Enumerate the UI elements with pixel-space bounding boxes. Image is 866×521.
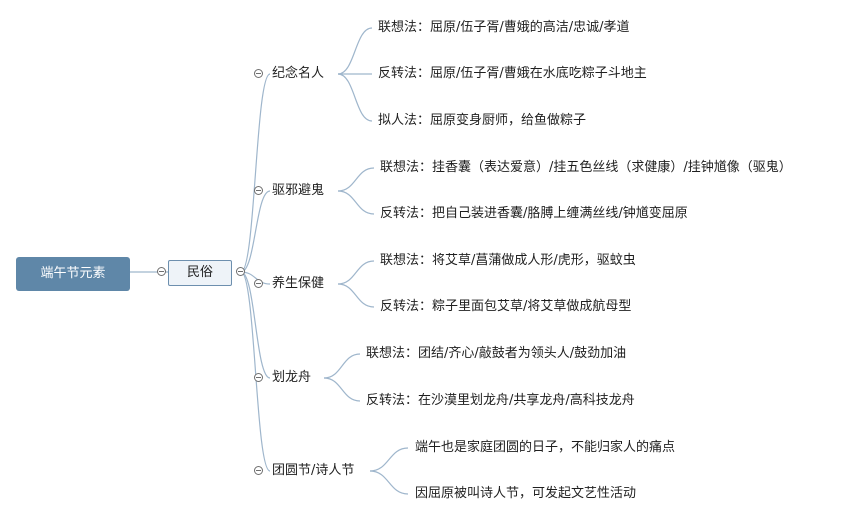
branch-5-collapse-icon[interactable]: [254, 466, 263, 475]
branch-4-child-2[interactable]: 反转法：在沙漠里划龙舟/共享龙舟/高科技龙舟: [366, 393, 635, 408]
branch-2-collapse-icon[interactable]: [254, 186, 263, 195]
main-topic-node[interactable]: 民俗: [168, 260, 232, 286]
connector-line: [337, 190, 375, 215]
branch-3-collapse-icon[interactable]: [254, 279, 263, 288]
connector-line: [337, 73, 373, 122]
branch-5-child-1[interactable]: 端午也是家庭团圆的日子，不能归家人的痛点: [415, 440, 676, 455]
branch-2-label[interactable]: 驱邪避鬼: [272, 183, 325, 198]
main-topic-collapse-icon[interactable]: [236, 267, 245, 276]
connector-line: [337, 167, 375, 192]
root-collapse-icon[interactable]: [157, 267, 166, 276]
connector-line: [240, 271, 271, 379]
connector-line: [240, 271, 271, 472]
branch-3-label[interactable]: 养生保健: [272, 276, 325, 291]
branch-2-child-2[interactable]: 反转法：把自己装进香囊/胳膊上缠满丝线/钟馗变屈原: [380, 206, 688, 221]
connector-line: [240, 73, 271, 273]
connector-line: [337, 283, 375, 308]
branch-1-child-1[interactable]: 联想法：屈原/伍子胥/曹娥的高洁/忠诚/孝道: [378, 20, 630, 35]
connector-line: [337, 260, 375, 285]
branch-3-child-2[interactable]: 反转法：粽子里面包艾草/将艾草做成航母型: [380, 299, 632, 314]
branch-4-child-1[interactable]: 联想法：团结/齐心/敲鼓者为领头人/鼓劲加油: [366, 346, 627, 361]
branch-5-label[interactable]: 团圆节/诗人节: [272, 463, 355, 478]
branch-2-child-1[interactable]: 联想法：挂香囊（表达爱意）/挂五色丝线（求健康）/挂钟馗像（驱鬼）: [380, 160, 792, 175]
connector-line: [323, 377, 361, 402]
branch-1-label[interactable]: 纪念名人: [272, 66, 325, 81]
connector-line: [337, 27, 373, 75]
connector-line: [369, 447, 409, 472]
branch-1-collapse-icon[interactable]: [254, 69, 263, 78]
branch-4-label[interactable]: 划龙舟: [272, 370, 312, 385]
root-label: 端午节元素: [40, 266, 106, 281]
root-node[interactable]: 端午节元素: [16, 257, 130, 291]
connector-line: [323, 353, 361, 379]
branch-1-child-2[interactable]: 反转法：屈原/伍子胥/曹娥在水底吃粽子斗地主: [378, 66, 647, 81]
main-topic-label: 民俗: [186, 265, 213, 280]
connector-line: [369, 470, 409, 495]
branch-5-child-2[interactable]: 因屈原被叫诗人节，可发起文艺性活动: [415, 486, 637, 501]
branch-4-collapse-icon[interactable]: [254, 373, 263, 382]
branch-1-child-3[interactable]: 拟人法：屈原变身厨师，给鱼做粽子: [378, 113, 587, 128]
connector-line: [240, 190, 271, 273]
branch-3-child-1[interactable]: 联想法：将艾草/菖蒲做成人形/虎形，驱蚊虫: [380, 253, 636, 268]
